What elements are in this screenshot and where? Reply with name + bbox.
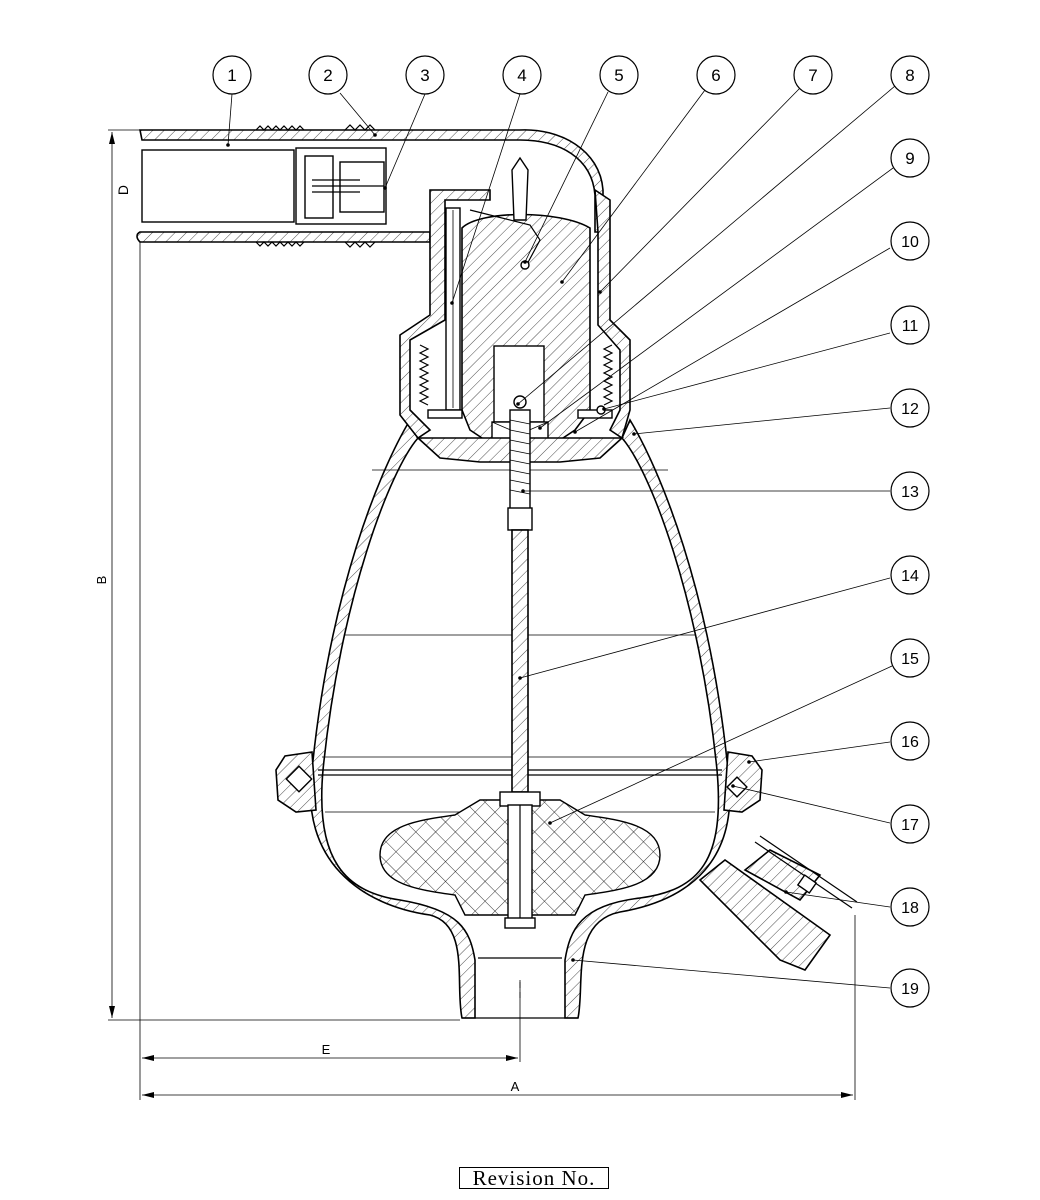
part-balloon: 15	[890, 638, 930, 678]
drain-valve	[698, 835, 858, 971]
part-number: 9	[905, 149, 914, 168]
part-number: 18	[901, 900, 919, 917]
part-balloon: 12	[890, 388, 930, 428]
part-balloon: 9	[890, 138, 930, 178]
part-number: 14	[901, 568, 919, 585]
part-balloon: 8	[890, 55, 930, 95]
part-number: 11	[902, 318, 919, 335]
part-number: 2	[323, 66, 332, 85]
part-number: 15	[901, 651, 919, 668]
part-number: 4	[517, 66, 526, 85]
part-balloon: 1	[212, 55, 252, 95]
part-number: 10	[901, 234, 919, 251]
part-number: 1	[227, 66, 236, 85]
part-number: 8	[905, 66, 914, 85]
part-balloon: 10	[890, 221, 930, 261]
dimension-label-d: D	[115, 185, 131, 195]
part-balloon: 6	[696, 55, 736, 95]
part-balloon: 4	[502, 55, 542, 95]
part-balloon: 19	[890, 968, 930, 1008]
part-number: 5	[614, 66, 623, 85]
part-number: 3	[420, 66, 429, 85]
upper-housing	[136, 124, 631, 463]
part-balloons: 1 2 3 4 5 6 7 8 9 10 11 12 13 14 15 16 1…	[212, 55, 930, 1008]
part-number: 6	[711, 66, 720, 85]
dimension-label-a: A	[511, 1079, 520, 1094]
revision-label: Revision No.	[459, 1167, 609, 1189]
part-number: 19	[901, 981, 919, 998]
leader-lines	[226, 85, 896, 989]
part-number: 7	[808, 66, 817, 85]
dimension-label-e: E	[322, 1042, 331, 1057]
stem-and-float	[379, 409, 661, 929]
part-balloon: 5	[599, 55, 639, 95]
part-balloon: 18	[890, 887, 930, 927]
part-balloon: 7	[793, 55, 833, 95]
part-balloon: 13	[890, 471, 930, 511]
part-balloon: 2	[308, 55, 348, 95]
dimension-label-b: B	[94, 576, 109, 585]
part-balloon: 3	[405, 55, 445, 95]
part-balloon: 17	[890, 804, 930, 844]
part-number: 16	[901, 734, 919, 751]
part-balloon: 14	[890, 555, 930, 595]
dimension-lines	[108, 129, 856, 1100]
part-number: 13	[901, 484, 919, 501]
part-number: 12	[901, 401, 919, 418]
part-balloon: 11	[890, 305, 930, 345]
part-number: 17	[901, 817, 919, 834]
part-balloon: 16	[890, 721, 930, 761]
